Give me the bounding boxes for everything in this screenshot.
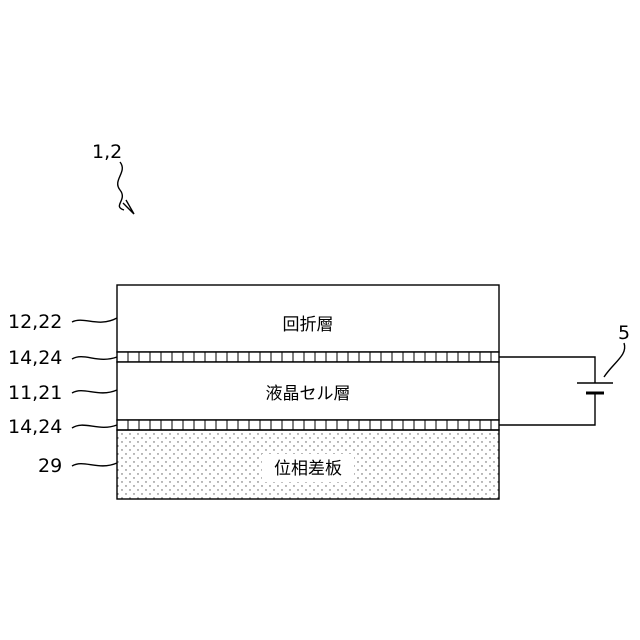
leader-line-14-24-bottom — [72, 425, 117, 428]
reference-label-29: 29 — [38, 455, 62, 477]
reference-label-14-24-top: 14,24 — [8, 347, 62, 369]
reference-label-11-21: 11,21 — [8, 382, 62, 404]
liquid-crystal-cell-layer-label: 液晶セル層 — [266, 384, 351, 404]
diffraction-layer-label: 回折層 — [283, 315, 334, 335]
battery-leader-line — [604, 343, 625, 377]
device-reference-label: 1,2 — [92, 141, 122, 163]
leader-line-11-21 — [72, 390, 117, 393]
leader-line-29 — [72, 463, 117, 466]
device-leader-line — [118, 162, 124, 210]
reference-label-14-24-bottom: 14,24 — [8, 416, 62, 438]
leader-line-14-24-top — [72, 357, 117, 360]
battery-reference-label: 5 — [618, 322, 630, 344]
lower-electrode-layer — [117, 420, 499, 430]
upper-wire — [499, 357, 595, 383]
upper-electrode-layer — [117, 352, 499, 362]
device-leader-arrowhead — [123, 200, 134, 214]
leader-line-12-22 — [72, 318, 117, 322]
retardation-plate-label: 位相差板 — [274, 459, 342, 479]
lower-wire — [499, 393, 595, 425]
reference-label-12-22: 12,22 — [8, 311, 62, 333]
